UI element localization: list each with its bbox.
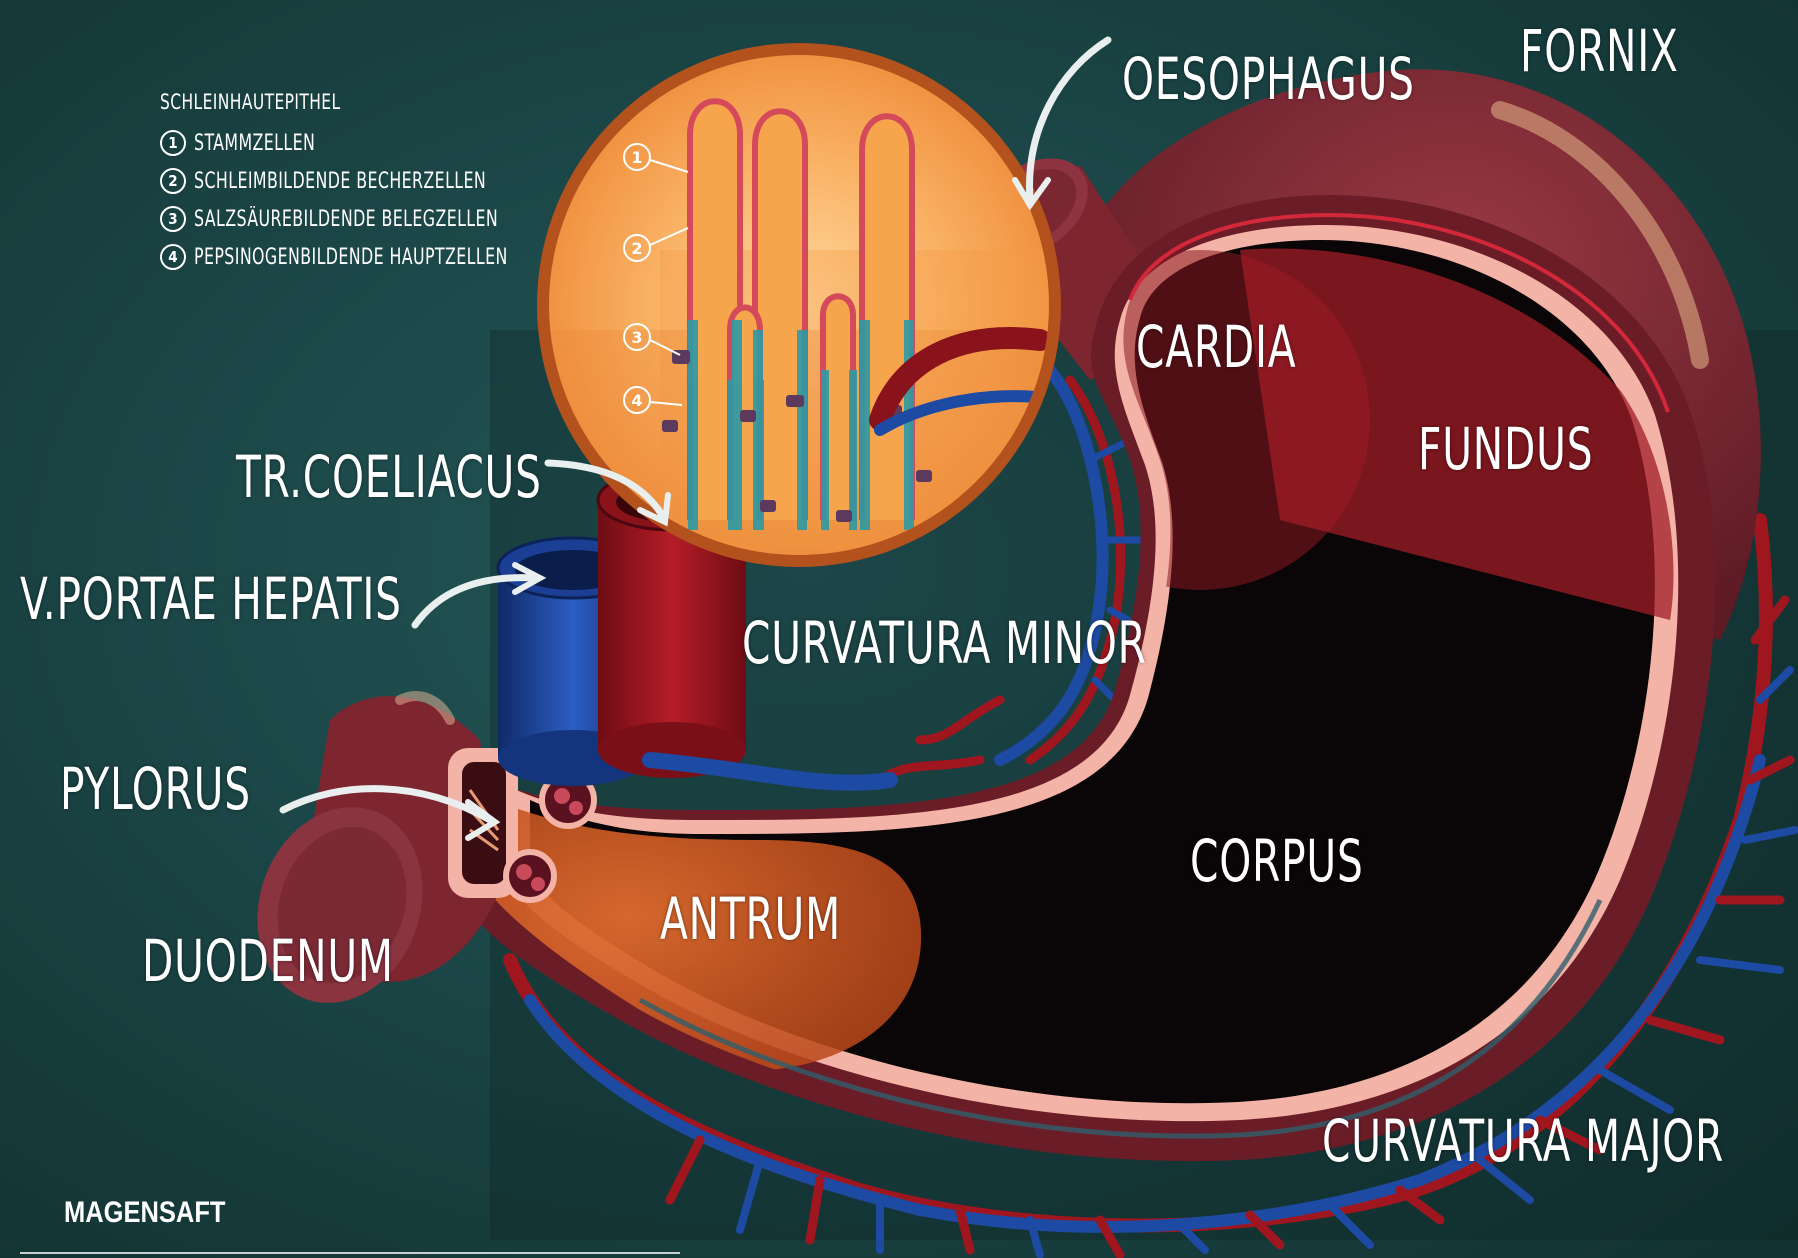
legend-title: Schleinhautepithel — [160, 90, 509, 114]
label-oesophagus: Oesophagus — [1122, 50, 1415, 108]
label-fornix: Fornix — [1520, 22, 1679, 80]
label-v-portae-hepatis: V.Portae Hepatis — [20, 570, 402, 628]
label-fundus: Fundus — [1418, 420, 1593, 478]
legend-item: 2 Schleimbildende Becherzellen — [160, 162, 586, 200]
legend-item: 3 Salzsäurebildende Belegzellen — [160, 200, 586, 238]
label-duodenum: Duodenum — [142, 932, 394, 990]
legend-number: 1 — [160, 130, 186, 156]
label-curvatura-minor: Curvatura Minor — [742, 614, 1147, 672]
label-pylorus: Pylorus — [60, 760, 251, 818]
legend-text: Schleimbildende Becherzellen — [194, 169, 486, 194]
legend-number: 4 — [160, 244, 186, 270]
label-cardia: Cardia — [1136, 318, 1296, 376]
inset-marker-2: 2 — [631, 239, 642, 258]
legend-item: 4 Pepsinogenbildende Hauptzellen — [160, 238, 586, 276]
label-tr-coeliacus: Tr.Coeliacus — [236, 448, 542, 506]
inset-marker-1: 1 — [631, 148, 642, 167]
label-corpus: Corpus — [1190, 832, 1364, 890]
legend-number: 3 — [160, 206, 186, 232]
inset-marker-4: 4 — [631, 391, 642, 410]
label-antrum: Antrum — [660, 890, 841, 948]
legend-text: Stammzellen — [194, 131, 315, 156]
epithelium-legend: Schleinhautepithel 1 Stammzellen 2 Schle… — [160, 90, 586, 276]
label-curvatura-major: Curvatura Major — [1322, 1112, 1724, 1170]
footer-title: MAGENSAFT — [64, 1196, 226, 1230]
footer-divider — [20, 1252, 680, 1254]
legend-text: Pepsinogenbildende Hauptzellen — [194, 245, 508, 270]
inset-marker-3: 3 — [631, 328, 642, 347]
legend-text: Salzsäurebildende Belegzellen — [194, 207, 498, 232]
legend-number: 2 — [160, 168, 186, 194]
legend-item: 1 Stammzellen — [160, 124, 586, 162]
